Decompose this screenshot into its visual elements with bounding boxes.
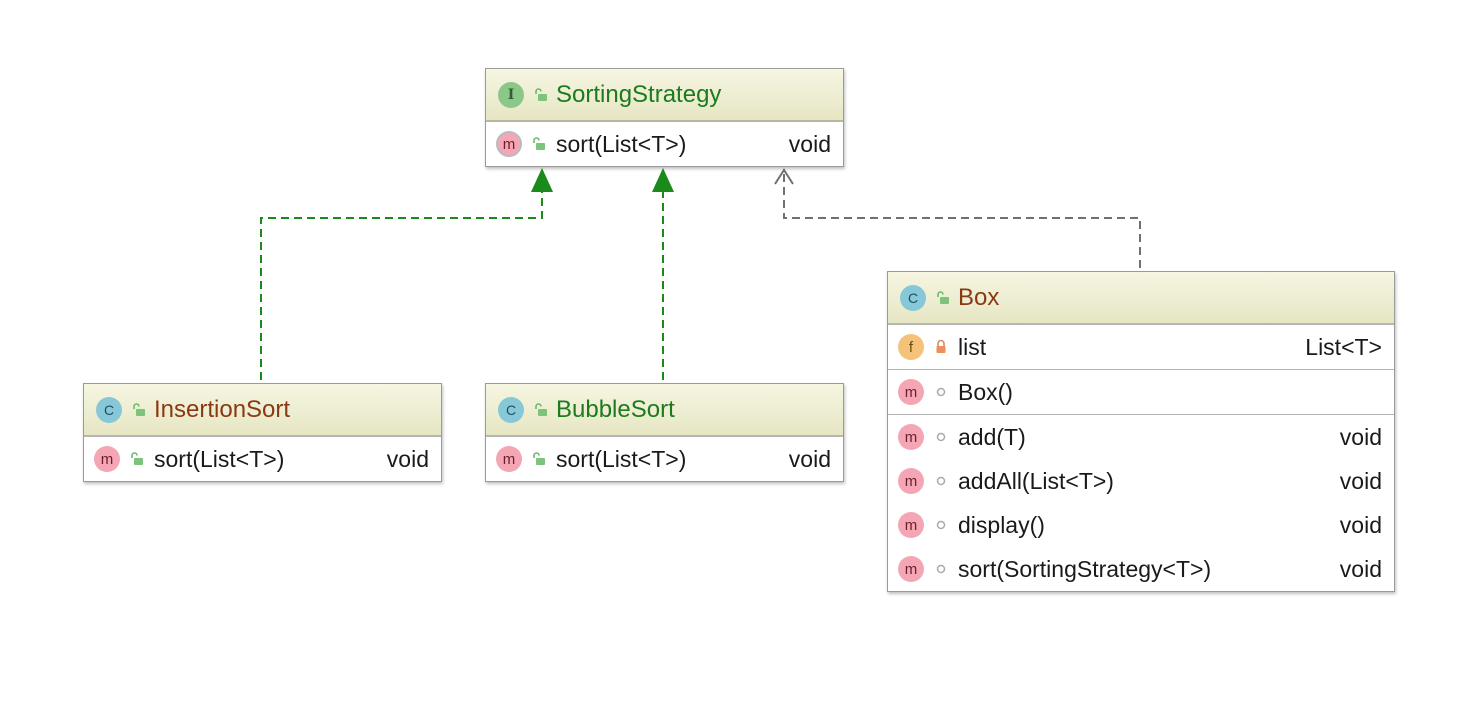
class-name: Box — [958, 283, 1000, 311]
method-return-type: void — [1339, 511, 1382, 538]
method-return-type: void — [386, 445, 429, 472]
class-header: I SortingStrategy — [486, 69, 843, 121]
field-name: list — [958, 333, 987, 360]
method-icon: m — [496, 446, 522, 472]
method-signature: add(T) — [958, 423, 1026, 450]
method-return-type: void — [1339, 423, 1382, 450]
public-unlock-icon — [130, 401, 148, 419]
realization-arrowhead-middle — [652, 168, 674, 192]
methods-section: m sort(List<T>) void — [486, 121, 843, 166]
edge-box-depends-sortingstrategy — [783, 172, 1141, 268]
method-signature: display() — [958, 511, 1045, 538]
public-unlock-icon — [532, 86, 550, 104]
method-return-type: void — [788, 130, 831, 157]
methods-section: m sort(List<T>) void — [486, 436, 843, 481]
class-kind-icon: C — [498, 396, 524, 423]
field-icon: f — [898, 334, 924, 360]
public-unlock-icon — [532, 401, 550, 419]
public-unlock-icon — [530, 450, 548, 468]
method-return-type: void — [1339, 555, 1382, 582]
method-row[interactable]: m sort(List<T>) void — [486, 122, 843, 166]
constructors-section: m Box() — [888, 369, 1394, 414]
package-dot-icon — [932, 428, 950, 446]
class-name: SortingStrategy — [556, 80, 722, 108]
fields-section: f list List<T> — [888, 324, 1394, 369]
field-type: List<T> — [1305, 333, 1382, 360]
method-row[interactable]: m sort(SortingStrategy<T>) void — [888, 547, 1394, 591]
method-row[interactable]: m display() void — [888, 503, 1394, 547]
method-icon: m — [898, 379, 924, 405]
package-dot-icon — [932, 516, 950, 534]
method-row[interactable]: m add(T) void — [888, 415, 1394, 459]
method-icon: m — [94, 446, 120, 472]
class-box[interactable]: C Box f list List<T> m Box() — [887, 271, 1395, 592]
interface-kind-icon: I — [498, 81, 524, 108]
method-signature: addAll(List<T>) — [958, 467, 1114, 494]
method-icon: m — [898, 556, 924, 582]
class-name: BubbleSort — [556, 395, 675, 423]
methods-section: m add(T) void m addAll(List<T>) void m — [888, 414, 1394, 591]
method-return-type: void — [1339, 467, 1382, 494]
package-dot-icon — [932, 472, 950, 490]
class-header: C BubbleSort — [486, 384, 843, 436]
class-bubblesort[interactable]: C BubbleSort m sort(List<T>) void — [485, 383, 844, 482]
method-icon: m — [898, 468, 924, 494]
method-icon: m — [898, 424, 924, 450]
public-unlock-icon — [934, 289, 952, 307]
dependency-arrowhead — [774, 168, 794, 185]
method-signature: sort(List<T>) — [556, 445, 687, 472]
method-row[interactable]: m sort(List<T>) void — [84, 437, 441, 481]
method-icon: m — [898, 512, 924, 538]
method-return-type: void — [788, 445, 831, 472]
class-name: InsertionSort — [154, 395, 291, 423]
public-unlock-icon — [128, 450, 146, 468]
realization-arrowhead-left — [531, 168, 553, 192]
class-insertionsort[interactable]: C InsertionSort m sort(List<T>) void — [83, 383, 442, 482]
interface-sortingstrategy[interactable]: I SortingStrategy m sort(List<T>) void — [485, 68, 844, 167]
method-icon: m — [496, 131, 522, 157]
method-row[interactable]: m sort(List<T>) void — [486, 437, 843, 481]
method-signature: sort(List<T>) — [154, 445, 285, 472]
methods-section: m sort(List<T>) void — [84, 436, 441, 481]
class-kind-icon: C — [96, 396, 122, 423]
class-header: C InsertionSort — [84, 384, 441, 436]
method-signature: sort(SortingStrategy<T>) — [958, 555, 1212, 582]
class-kind-icon: C — [900, 284, 926, 311]
field-row[interactable]: f list List<T> — [888, 325, 1394, 369]
method-row[interactable]: m addAll(List<T>) void — [888, 459, 1394, 503]
public-unlock-icon — [530, 135, 548, 153]
constructor-row[interactable]: m Box() — [888, 370, 1394, 414]
private-lock-icon — [932, 338, 950, 356]
package-dot-icon — [932, 560, 950, 578]
package-dot-icon — [932, 383, 950, 401]
constructor-signature: Box() — [958, 378, 1013, 405]
method-signature: sort(List<T>) — [556, 130, 687, 157]
edge-insertionsort-realizes-sortingstrategy — [260, 192, 543, 380]
class-header: C Box — [888, 272, 1394, 324]
